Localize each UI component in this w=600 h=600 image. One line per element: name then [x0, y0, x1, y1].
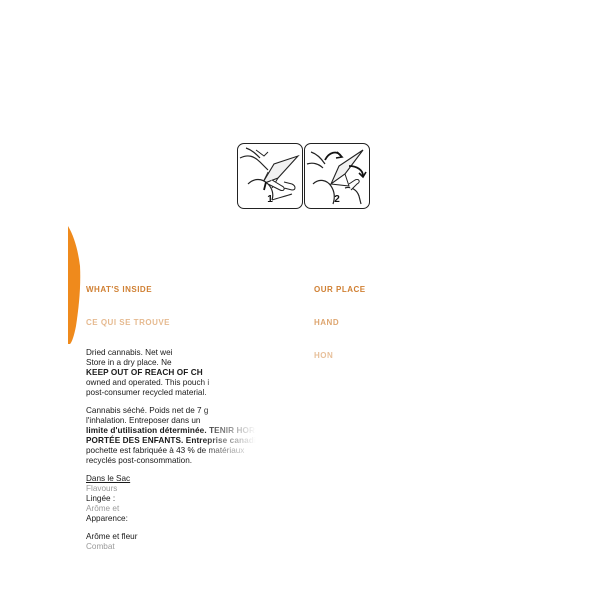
- whats-inside-heading: WHAT'S INSIDE CE QUI SE TROUVE: [86, 262, 170, 350]
- label-line: PORTÉE DES ENFANTS. Entreprise canadienn…: [86, 436, 264, 445]
- label-line: Store in a dry place. Ne: [86, 358, 172, 367]
- label-line: owned and operated. This pouch i: [86, 378, 210, 387]
- section-title: Arôme et fleur: [86, 532, 138, 541]
- label-line: Lingée :: [86, 494, 116, 503]
- heading-line: HON: [314, 351, 334, 360]
- heading-line: HAND: [314, 318, 340, 327]
- english-paragraph: Dried cannabis. Net wei Store in a dry p…: [86, 348, 264, 398]
- our-place-heading: OUR PLACE HAND HON: [314, 262, 366, 383]
- label-line: Cannabis séché. Poids net de 7 g: [86, 406, 209, 415]
- orange-accent-stripe: [68, 226, 81, 344]
- instruction-step-2: 2: [304, 143, 370, 209]
- label-line: post-consumer recycled material.: [86, 388, 207, 397]
- open-pouch-arrows-icon: [306, 149, 367, 205]
- label-line: Apparence:: [86, 514, 128, 523]
- label-fade-overlay: [200, 345, 280, 530]
- product-label-text: Dried cannabis. Net wei Store in a dry p…: [86, 348, 264, 560]
- step-number: 1: [267, 194, 273, 205]
- label-line: Arôme et: [86, 504, 120, 513]
- label-line: recyclés post-consommation.: [86, 456, 193, 465]
- notes-section: Arôme et fleur Combat: [86, 532, 264, 552]
- french-paragraph: Cannabis séché. Poids net de 7 g l'inhal…: [86, 406, 264, 466]
- heading-line: CE QUI SE TROUVE: [86, 318, 171, 327]
- inside-section: Dans le Sac Flavours Lingée : Arôme et A…: [86, 474, 264, 524]
- label-line: KEEP OUT OF REACH OF CH: [86, 368, 203, 377]
- instruction-step-1: 1: [237, 143, 303, 209]
- heading-line: WHAT'S INSIDE: [86, 285, 153, 294]
- heading-line: OUR PLACE: [314, 285, 366, 294]
- label-line: Dried cannabis. Net wei: [86, 348, 173, 357]
- step-number: 2: [334, 194, 340, 205]
- label-line: Flavours: [86, 484, 118, 493]
- tear-pouch-hands-icon: [239, 147, 300, 201]
- label-line: l'inhalation. Entreposer dans un: [86, 416, 201, 425]
- label-line: pochette est fabriquée à 43 % de matéria…: [86, 446, 245, 455]
- label-line: Combat: [86, 542, 115, 551]
- label-line: limite d'utilisation déterminée. TENIR H…: [86, 426, 264, 435]
- section-title: Dans le Sac: [86, 474, 131, 483]
